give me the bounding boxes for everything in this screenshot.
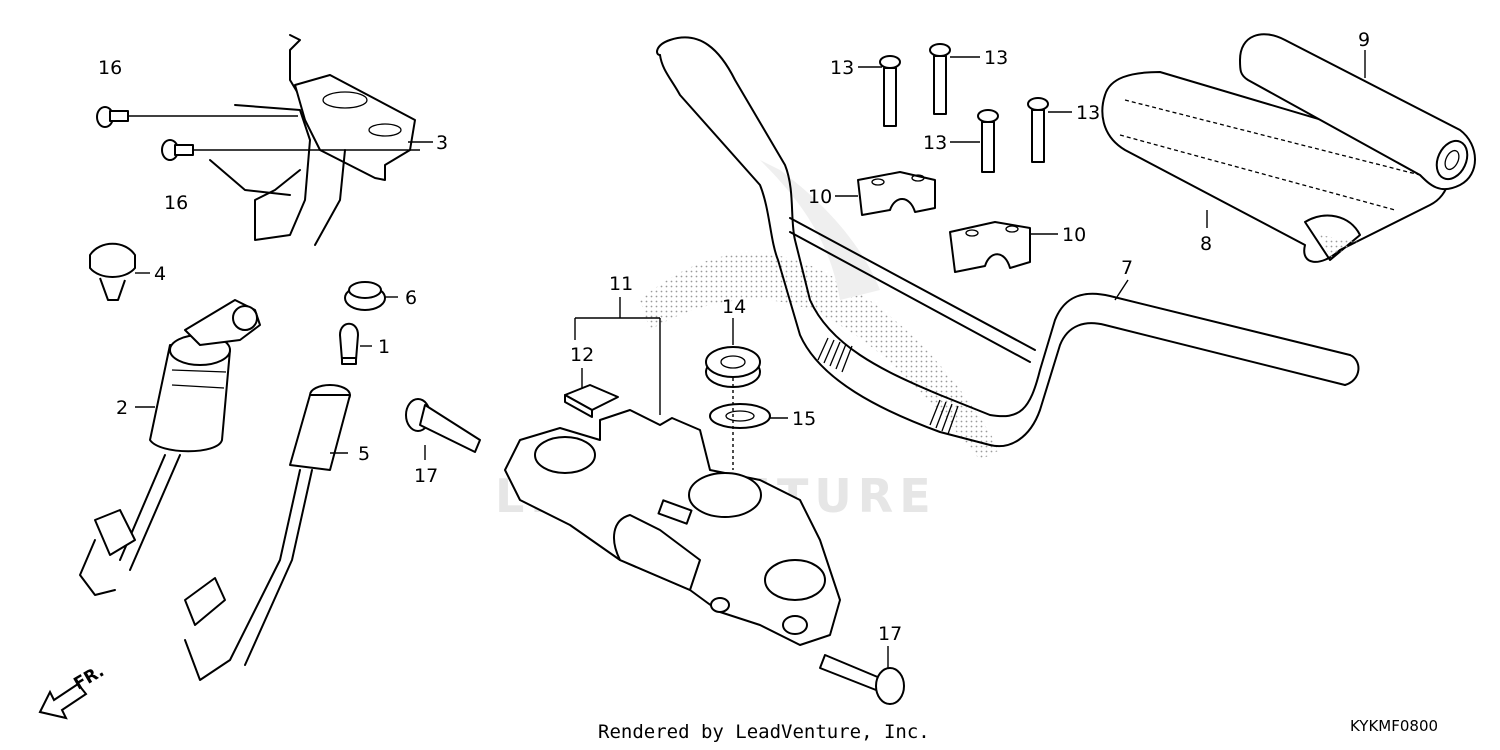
top-bridge [504,409,841,646]
callout-8: 8 [1200,233,1212,255]
diagram-code: KYKMF0800 [1350,717,1438,735]
handlebar [656,36,1360,448]
grip-pad [1101,71,1450,263]
ignition-key [89,242,136,301]
ignition-switch [79,299,261,596]
handle-grip [1239,33,1476,191]
callout-labels: 1 2 3 4 5 6 7 8 9 10 10 11 12 13 13 13 1… [98,29,1370,645]
front-arrow-icon [38,682,88,720]
callout-10-upper: 10 [808,186,832,208]
callout-13-b: 13 [984,47,1008,69]
bolt-13-b [929,43,951,115]
callout-17-front: 17 [878,623,902,645]
footer-credit: Rendered by LeadVenture, Inc. [598,721,930,743]
bridge-bolt-rear [405,398,481,453]
callout-3: 3 [436,132,448,154]
grommet [344,281,386,311]
callout-4: 4 [154,263,166,285]
callout-13-c: 13 [923,132,947,154]
handlebar-holder-lower [949,221,1031,273]
callout-10-lower: 10 [1062,224,1086,246]
callout-5: 5 [358,443,370,465]
callout-16-lower: 16 [164,192,188,214]
callout-2: 2 [116,397,128,419]
callout-1: 1 [378,336,390,358]
bridge-bolt-front [819,654,905,705]
switch-bracket [209,34,416,246]
bolt-13-d [1027,97,1049,163]
callout-13-a: 13 [830,57,854,79]
callout-14: 14 [722,296,746,318]
callout-7: 7 [1121,257,1133,279]
callout-6: 6 [405,287,417,309]
screw-16-lower [161,139,194,161]
front-direction-indicator: FR. [38,661,108,720]
callout-9: 9 [1358,29,1370,51]
callout-13-d: 13 [1076,102,1100,124]
callout-16-upper: 16 [98,57,122,79]
holder-bolts [879,43,1049,173]
bulb [339,322,359,365]
bolt-13-a [879,55,901,127]
bolt-13-c [977,109,999,173]
leader-lines [128,50,1366,668]
bulb-socket [184,384,351,681]
callout-12: 12 [570,344,594,366]
rubber-bushing [705,346,761,388]
callout-15: 15 [792,408,816,430]
callout-11: 11 [609,273,633,295]
screw-16-upper [96,106,129,128]
washer [709,403,771,429]
handlebar-holder-upper [857,171,936,216]
rubber-pad [564,384,619,418]
callout-17-rear: 17 [414,465,438,487]
